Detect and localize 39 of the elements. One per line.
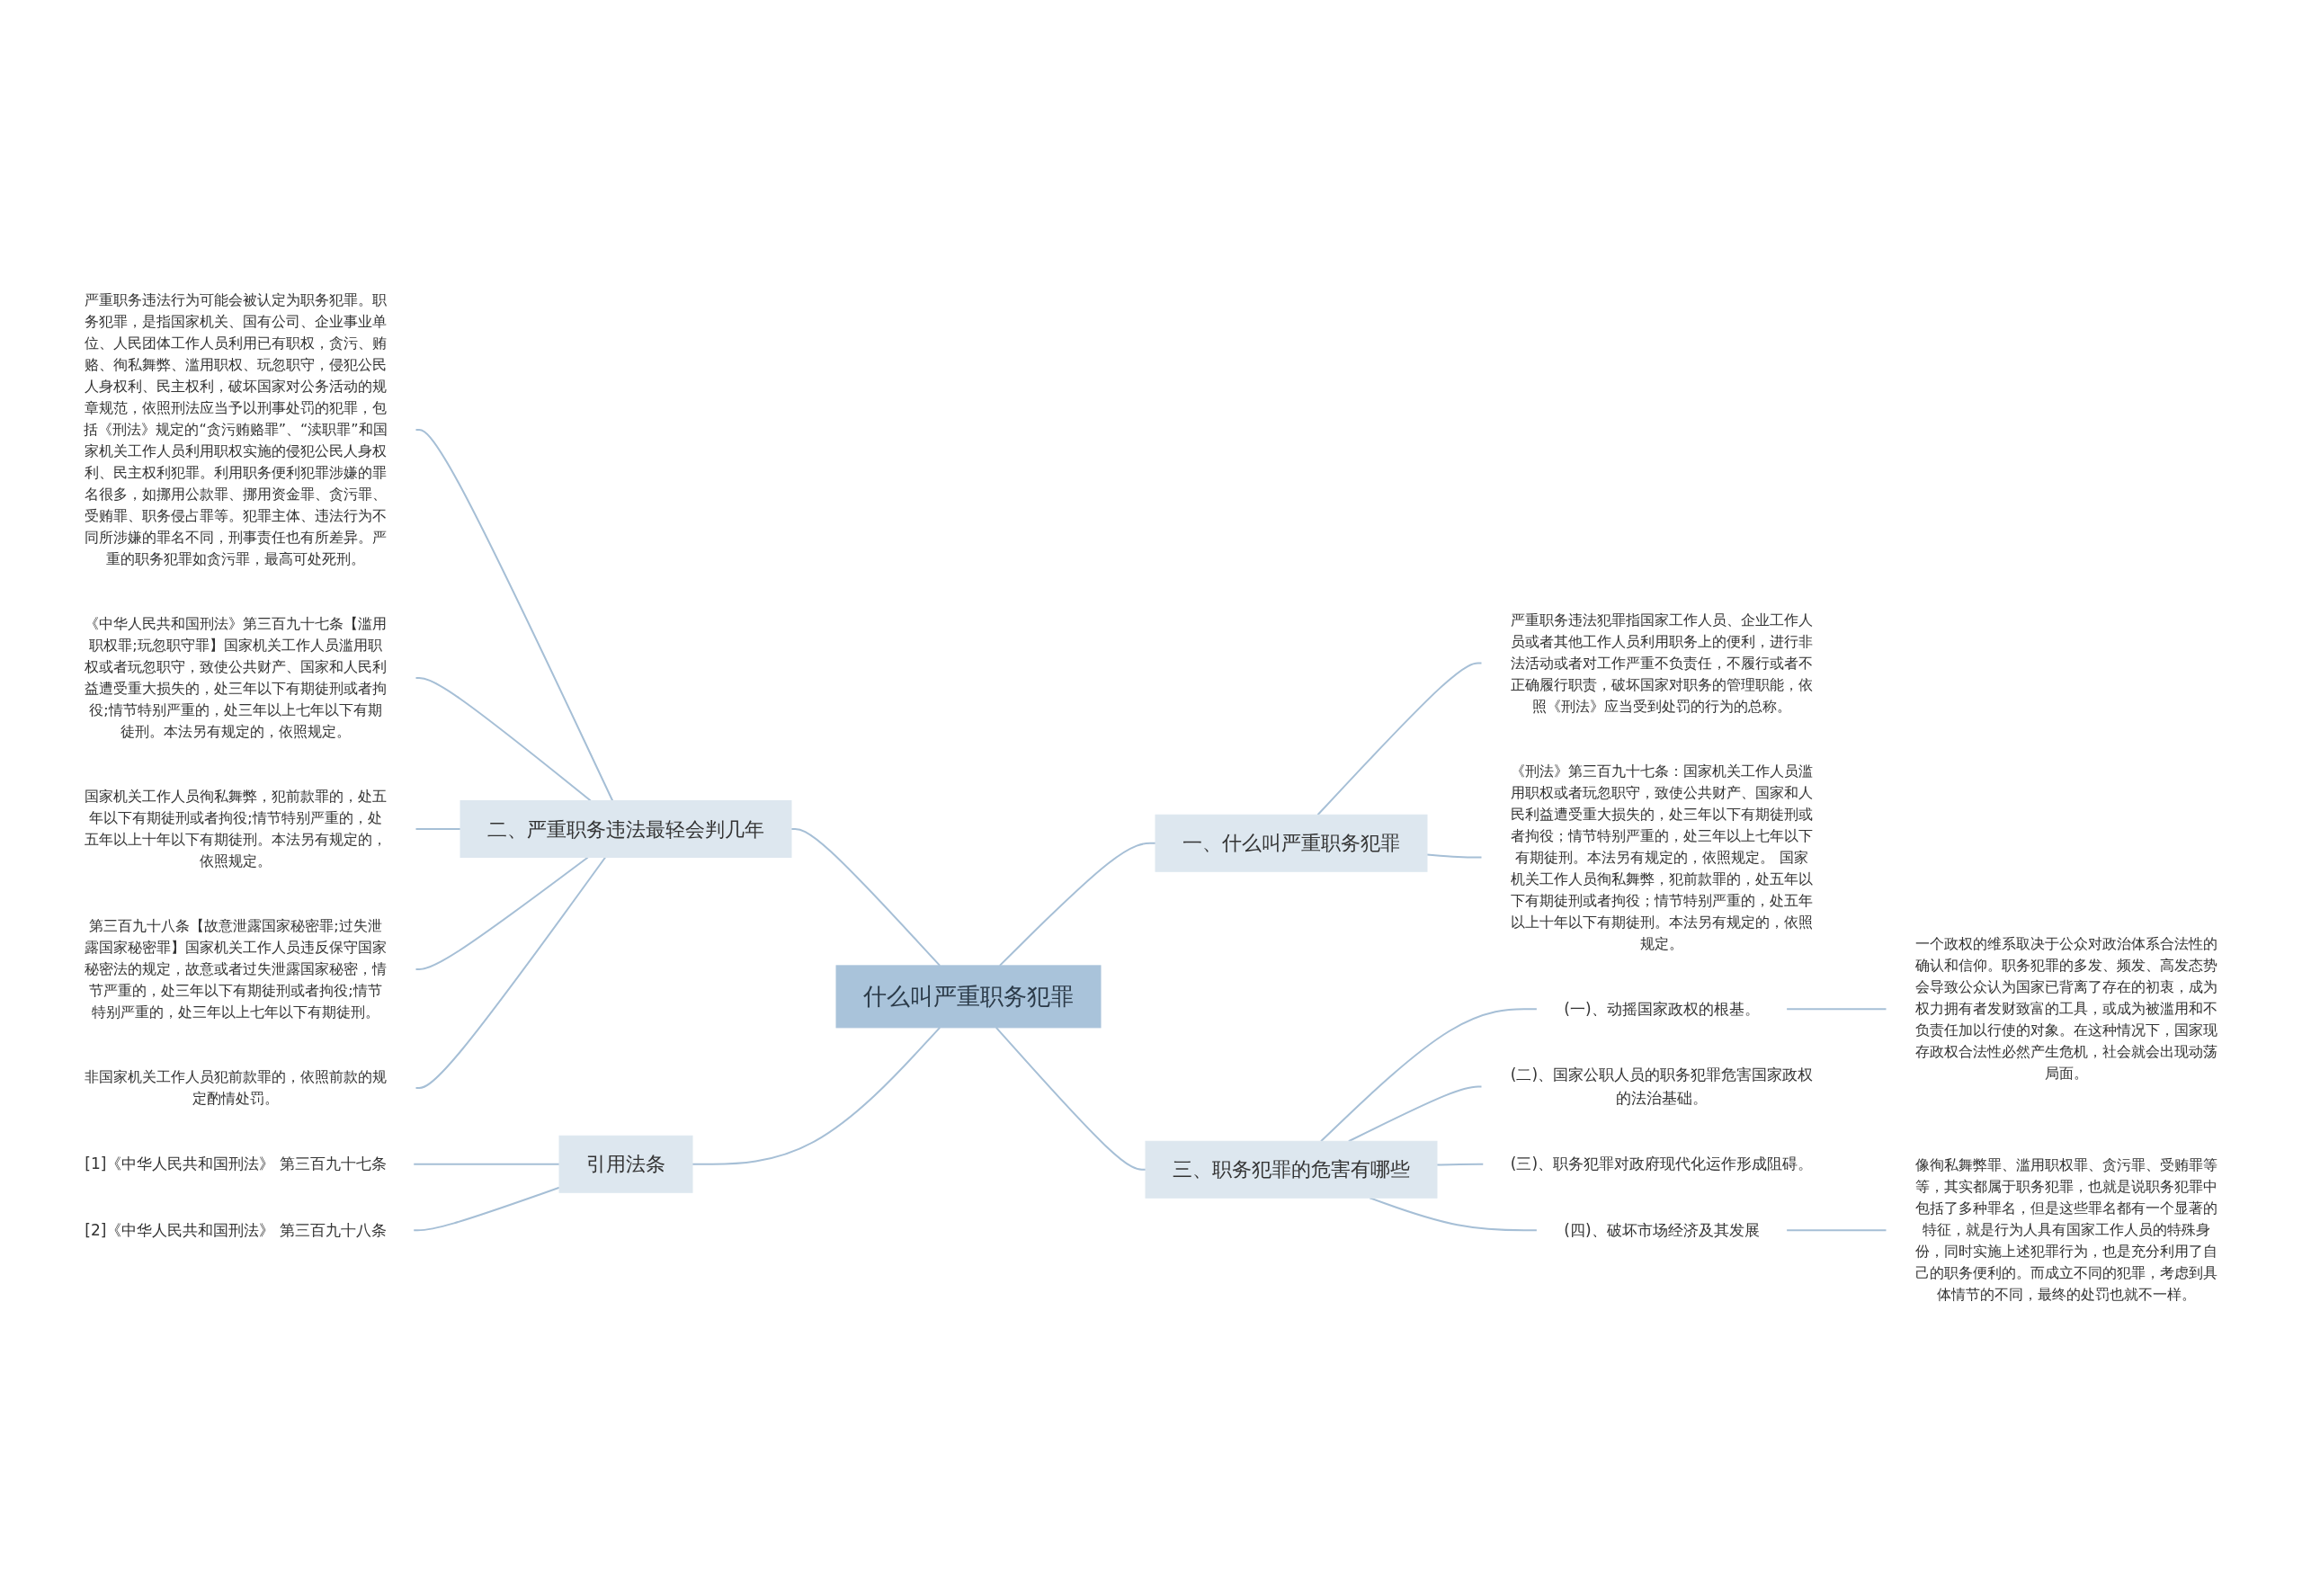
connector [415, 856, 607, 1090]
connector [790, 828, 941, 967]
connector [691, 1027, 941, 1166]
node-box: 三、职务犯罪的危害有哪些 [1145, 1141, 1438, 1199]
node-text: (四)、破坏市场经济及其发展 [1564, 1220, 1760, 1239]
node-text: 严重职务违法行为可能会被认定为职务犯罪。职务犯罪，是指国家机关、国有公司、企业事业单位、人民团体工作人员利用已有职权，贪污、贿赂、徇私舞弊、滥用职权、玩忽职守，侵犯公民人身权利、民主权利，破坏国家对公务活动的规章规范，依照刑法应当予以刑事处罚的犯罪，包括《刑法》规定的“贪污贿赂罪”、“渎职罪”和国家机关工作人员利用职权实施的侵犯公民人身权利、民主权利犯罪。利用职务便利犯罪涉嫌的罪名很多，如挪用公款罪、挪用资金罪、贪污罪、受贿罪、职务侵占罪等。犯罪主体、违法行为不同所涉嫌的罪名不同，刑事责任也有所差异。严重的职务犯罪如贪污罪，最高可处死刑。 [84, 291, 388, 568]
node-text: [2]《中华人民共和国刑法》 第三百九十八条 [85, 1220, 387, 1239]
connector [1347, 1085, 1483, 1143]
node-text: (二)、国家公职人员的职务犯罪危害国家政权的法治基础。 [1510, 1065, 1814, 1107]
node-text: 国家机关工作人员徇私舞弊，犯前款罪的，处五年以下有期徒刑或者拘役;情节特别严重的，处五年以上十年以下有期徒刑。本法另有规定的，依照规定。 [85, 788, 387, 870]
node-text: 《中华人民共和国刑法》第三百九十七条【滥用职权罪;玩忽职守罪】国家机关工作人员滥用职权或者玩忽职守，致使公共财产、国家和人民利益遭受重大损失的，处三年以下有期徒刑或者拘役;情节特别严重的，处三年以上七年以下有期徒刑。本法另有规定的，依照规定。 [85, 615, 387, 741]
node-text: 非国家机关工作人员犯前款罪的，依照前款的规定酌情处罚。 [85, 1068, 387, 1108]
connector [1785, 1008, 1887, 1011]
node-box: 一、什么叫严重职务犯罪 [1155, 815, 1428, 873]
node-text: [1]《中华人民共和国刑法》 第三百九十七条 [85, 1155, 387, 1173]
node-text: (三)、职务犯罪对政府现代化运作形成阻碍。 [1510, 1155, 1814, 1173]
connector [1320, 1008, 1539, 1143]
connector [415, 828, 461, 831]
node-text: 像徇私舞弊罪、滥用职权罪、贪污罪、受贿罪等等，其实都属于职务犯罪，也就是说职务犯罪中包括了多种罪名，但是这些罪名都有一个显著的特征，就是行为人具有国家工作人员的特殊身份，同时实施上述犯罪行为，也是充分利用了自己的职务便利的。而成立不同的犯罪，考虑到具体情节的不同，最终的处罚也就不一样。 [1915, 1156, 2217, 1304]
node-box: 引用法条 [558, 1136, 693, 1194]
connector [1785, 1229, 1887, 1232]
connector [415, 677, 592, 802]
connector [1316, 662, 1483, 816]
connector [1426, 853, 1483, 859]
connector [995, 1027, 1147, 1172]
node-box: 二、严重职务违法最轻会判几年 [460, 800, 792, 859]
node-text: 一个政权的维系取决于公众对政治体系合法性的确认和信仰。职务犯罪的多发、频发、高发态势会导致公众认为国家已背离了存在的初衷，成为权力拥有者发财致富的工具，或成为被滥用和不负责任加以行使的对象。在这种情况下，国家现存政权合法性必然产生危机，社会就会出现动荡局面。 [1915, 935, 2217, 1083]
connector [998, 843, 1156, 967]
node-text: (一)、动摇国家政权的根基。 [1564, 999, 1760, 1018]
connector [412, 1164, 560, 1166]
connector [412, 1187, 560, 1232]
node-text: 《刑法》第三百九十七条：国家机关工作人员滥用职权或者玩忽职守，致使公共财产、国家和人民利益遭受重大损失的，处三年以下有期徒刑或者拘役；情节特别严重的，处三年以上七年以下有期徒刑。本法另有规定的，依照规定。 国家机关工作人员徇私舞弊，犯前款罪的，处五年以下有期徒刑或者拘役；情节特别严重的，处五年以上十年以下有期徒刑。本法另有规定的，依照规定。 [1511, 762, 1813, 952]
connector [415, 856, 589, 971]
node-text: 第三百九十八条【故意泄露国家秘密罪;过失泄露国家秘密罪】国家机关工作人员违反保守国家秘密法的规定，故意或者过失泄露国家秘密，情节严重的，处三年以下有期徒刑或者拘役;情节特别严重的，处三年以上七年以下有期徒刑。 [85, 917, 387, 1021]
node-text: 严重职务违法犯罪指国家工作人员、企业工作人员或者其他工作人员利用职务上的便利，进行非法活动或者对工作严重不负责任，不履行或者不正确履行职责，破坏国家对职务的管理职能，依照《刑法》应当受到处罚的行为的总称。 [1511, 611, 1813, 715]
connector [415, 429, 614, 802]
connector [1436, 1164, 1485, 1166]
connector [1369, 1197, 1539, 1232]
node-box: 什么叫严重职务犯罪 [835, 965, 1102, 1029]
